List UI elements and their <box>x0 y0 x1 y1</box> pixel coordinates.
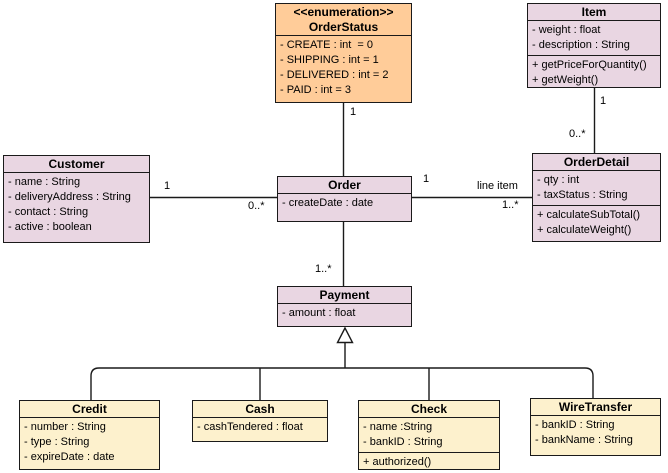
class-header: <<enumeration>>OrderStatus <box>276 4 411 35</box>
class-member: + getPriceForQuantity() <box>532 59 647 71</box>
class-name: OrderStatus <box>308 20 379 34</box>
class-compartment: - CREATE : int = 0 - SHIPPING : int = 1 - … <box>276 35 411 102</box>
class-item[interactable]: Item - weight : float - description : Stri… <box>527 3 661 88</box>
class-header: Customer <box>4 156 149 172</box>
class-header: OrderDetail <box>533 154 660 170</box>
class-compartment: - qty : int - taxStatus : String <box>533 170 660 205</box>
class-member: - weight : float <box>532 24 601 36</box>
class-member: - name : String <box>8 176 81 188</box>
class-member: - type : String <box>24 436 90 448</box>
multiplicity-payment-end: 1..* <box>315 263 332 275</box>
class-member: - contact : String <box>8 206 89 218</box>
class-header: WireTransfer <box>531 399 660 415</box>
class-member: - bankID : String <box>535 419 615 431</box>
class-compartment: + getPriceForQuantity() + getWeight() <box>528 55 660 90</box>
class-member: - expireDate : date <box>24 451 115 463</box>
class-member: - bankName : String <box>535 434 633 446</box>
class-compartment: - createDate : date <box>278 193 411 221</box>
class-member: - name :String <box>363 421 433 433</box>
multiplicity-orderdetail-end-order: 1..* <box>502 199 519 211</box>
class-member: + calculateWeight() <box>537 224 632 236</box>
class-compartment: - name : String - deliveryAddress : Strin… <box>4 172 149 242</box>
class-credit[interactable]: Credit- number : String- type : String- … <box>19 400 160 470</box>
class-header: Payment <box>278 287 411 303</box>
class-member: - number : String <box>24 421 106 433</box>
class-member: - taxStatus : String <box>537 189 628 201</box>
stereotype-label: <<enumeration>> <box>293 5 394 19</box>
class-member: + calculateSubTotal() <box>537 209 641 221</box>
class-payment[interactable]: Payment - amount : float <box>277 286 412 327</box>
class-member: + authorized() <box>363 456 432 468</box>
class-member: - description : String <box>532 39 630 51</box>
class-compartment: - cashTendered : float <box>193 417 327 441</box>
multiplicity-orderdetail-end-item: 0..* <box>569 128 586 140</box>
class-member: - DELIVERED : int = 2 <box>280 69 389 81</box>
class-name: WireTransfer <box>558 400 633 414</box>
class-cash[interactable]: Cash - cashTendered : float <box>192 400 328 442</box>
multiplicity-order-end-customer: 0..* <box>248 200 265 212</box>
class-compartment: + calculateSubTotal() + calculateWeight() <box>533 205 660 241</box>
class-orderdetail[interactable]: OrderDetail - qty : int - taxStatus : Stri… <box>532 153 661 242</box>
class-compartment: - bankID : String - bankName : String <box>531 415 660 455</box>
multiplicity-order-end-detail: 1 <box>423 173 430 185</box>
multiplicity-customer-end: 1 <box>164 180 171 192</box>
class-name: Order <box>328 178 361 192</box>
multiplicity-orderstatus-order: 1 <box>350 106 357 118</box>
class-name: Customer <box>48 157 105 171</box>
class-name: OrderDetail <box>563 155 630 169</box>
class-member: - SHIPPING : int = 1 <box>280 54 379 66</box>
class-order[interactable]: Order - createDate : date <box>277 176 412 222</box>
class-member: - qty : int <box>537 174 580 186</box>
class-name: Item <box>581 5 607 19</box>
class-member: - active : boolean <box>8 221 92 233</box>
class-header: Credit <box>20 401 159 417</box>
edge-generalization-rail <box>90 367 594 400</box>
generalization-arrowhead-icon <box>336 326 354 344</box>
class-compartment: - name :String - bankID : String <box>359 417 499 452</box>
class-header: Item <box>528 4 660 20</box>
class-header: Cash <box>193 401 327 417</box>
class-name: Cash <box>245 402 275 416</box>
class-check[interactable]: Check - name :String - bankID : String + au… <box>358 400 500 470</box>
class-header: Order <box>278 177 411 193</box>
class-member: - CREATE : int = 0 <box>280 39 374 51</box>
class-member: - PAID : int = 3 <box>280 84 352 96</box>
class-member: - cashTendered : float <box>197 421 303 433</box>
class-header: Check <box>359 401 499 417</box>
class-compartment: - weight : float - description : String <box>528 20 660 55</box>
association-name-line-item: line item <box>477 180 518 192</box>
class-member: + getWeight() <box>532 74 599 86</box>
class-member: - bankID : String <box>363 436 443 448</box>
class-member: - createDate : date <box>282 197 374 209</box>
class-name: Credit <box>72 402 107 416</box>
class-orderstatus[interactable]: <<enumeration>>OrderStatus- CREATE : int… <box>275 3 412 103</box>
class-name: Check <box>410 402 448 416</box>
class-compartment: + authorized() <box>359 452 499 472</box>
multiplicity-item-end: 1 <box>600 95 607 107</box>
class-wiretransfer[interactable]: WireTransfer - bankID : String - bankName … <box>530 398 661 456</box>
class-compartment: - amount : float <box>278 303 411 326</box>
class-member: - amount : float <box>282 307 356 319</box>
class-name: Payment <box>319 288 370 302</box>
class-customer[interactable]: Customer - name : String - deliveryAddress… <box>3 155 150 243</box>
class-member: - deliveryAddress : String <box>8 191 131 203</box>
class-compartment: - number : String - type : String - expire… <box>20 417 159 469</box>
